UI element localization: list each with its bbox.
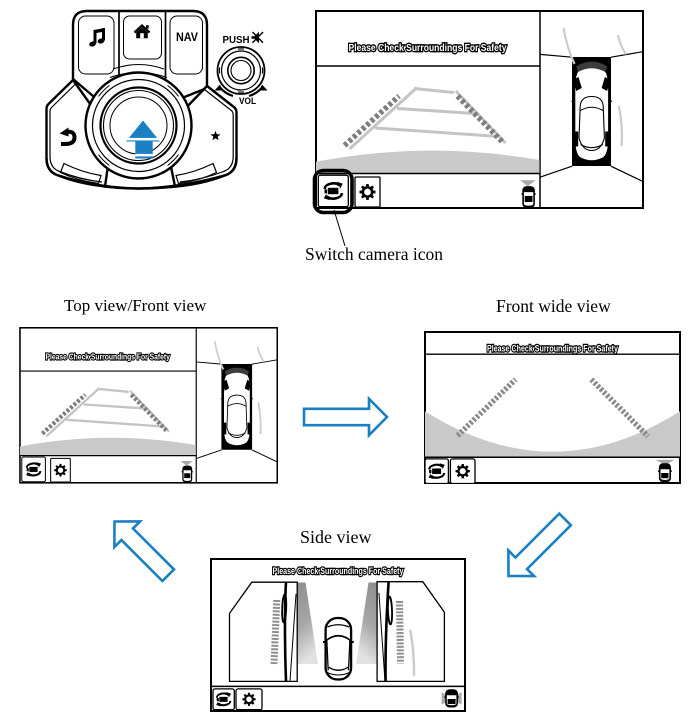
svg-text:Please Check Surroundings For: Please Check Surroundings For Safety [45,352,170,361]
svg-text:Please Check Surroundings For: Please Check Surroundings For Safety [349,42,507,54]
svg-text:PUSH: PUSH [223,34,250,46]
svg-text:NAV: NAV [176,30,198,44]
svg-text:Please Check Surroundings For: Please Check Surroundings For Safety [487,344,619,355]
svg-text:VOL: VOL [239,96,256,107]
svg-text:Please Check Surroundings For: Please Check Surroundings For Safety [273,566,405,577]
